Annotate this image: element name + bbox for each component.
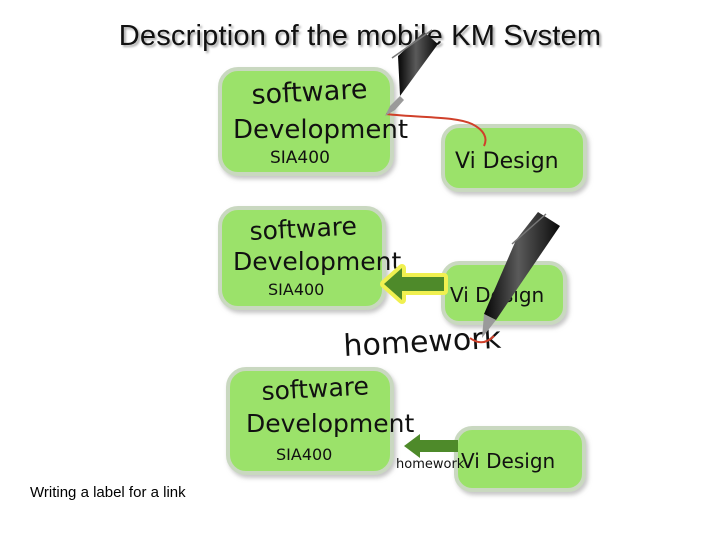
stylus-pen-icon <box>482 212 560 338</box>
course-node-3-code: SIA400 <box>276 445 332 464</box>
panel-3: software Development SIA400 Vi Design ho… <box>226 367 586 492</box>
figure-caption: Writing a label for a link <box>30 484 186 501</box>
panel-2: software Development SIA400 Vi Design ho… <box>218 206 567 364</box>
course-node-1-line1: software <box>251 74 368 111</box>
course-node-1 <box>218 67 394 176</box>
course-node-1-line2: Development <box>233 115 408 145</box>
course-node-3 <box>226 367 394 475</box>
drawn-label-stroke <box>469 335 495 344</box>
course-node-2 <box>218 206 386 310</box>
course-node-1-code: SIA400 <box>270 148 330 168</box>
course-node-3-line1: software <box>261 371 370 406</box>
link-label: homework <box>396 457 465 472</box>
slide-title: Description of the mobile KM Svstem <box>118 20 602 52</box>
link-arrow-highlighted <box>380 264 448 304</box>
course-node-2-line1: software <box>249 211 358 246</box>
panel-1: software Development SIA400 Vi Design <box>218 29 587 192</box>
course-node-3-line2: Development <box>246 409 414 438</box>
ui-node-1 <box>441 124 587 192</box>
course-node-2-line2: Development <box>233 247 401 276</box>
ui-node-3 <box>454 426 586 492</box>
ui-node-1-label: Vi Design <box>455 149 559 174</box>
course-node-2-code: SIA400 <box>268 280 324 299</box>
drawn-link-stroke-1 <box>385 113 487 147</box>
ui-node-3-label: Vi Design <box>461 449 555 473</box>
link-arrow <box>404 434 458 458</box>
handwritten-link-label: homework <box>343 321 503 364</box>
stylus-pen-icon <box>385 29 438 116</box>
